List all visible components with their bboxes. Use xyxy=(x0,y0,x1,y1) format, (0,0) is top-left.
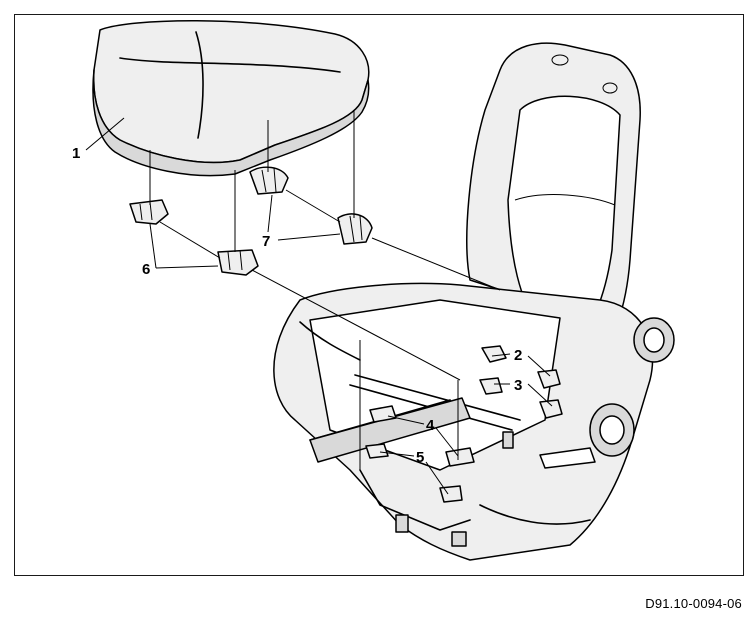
callout-1: 1 xyxy=(72,145,80,162)
seat-base-frame xyxy=(273,282,675,561)
callout-2: 2 xyxy=(514,347,522,364)
brackets xyxy=(365,345,563,503)
seat-cushion xyxy=(92,20,370,177)
clip-parts-7 xyxy=(249,166,373,245)
figure-reference-code: D91.10-0094-06 xyxy=(645,596,742,611)
callout-7: 7 xyxy=(262,233,270,250)
callout-labels: 1 2 3 4 5 6 7 xyxy=(72,145,522,466)
callout-6: 6 xyxy=(142,261,150,278)
callout-5: 5 xyxy=(416,449,424,466)
diagram-frame xyxy=(14,14,744,576)
assembly-lines xyxy=(149,110,501,470)
callout-3: 3 xyxy=(514,377,522,394)
leader-lines xyxy=(85,117,553,495)
callout-4: 4 xyxy=(426,417,435,434)
clip-parts-6 xyxy=(129,199,259,276)
seat-backrest xyxy=(466,42,641,363)
